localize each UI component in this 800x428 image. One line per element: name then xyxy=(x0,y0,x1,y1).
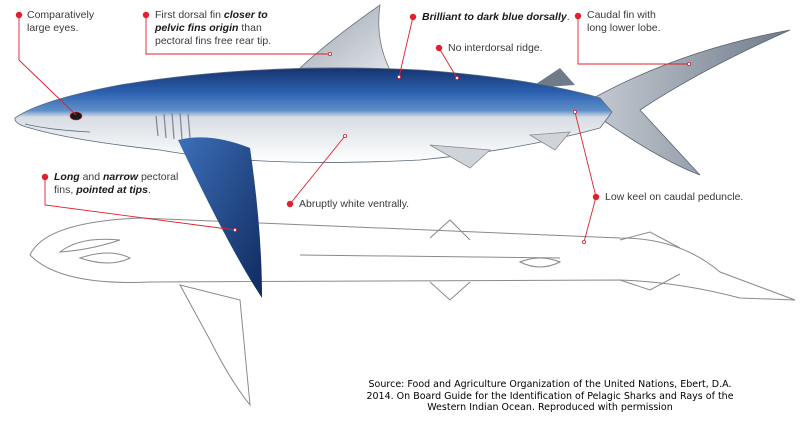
label-interdorsal-ridge: No interdorsal ridge. xyxy=(448,42,543,54)
label-eyes: Comparatively large eyes. xyxy=(27,9,95,34)
target-points xyxy=(232,52,692,244)
label-ventral: Abruptly white ventrally. xyxy=(299,198,410,210)
leader-keel xyxy=(574,111,597,198)
leader-keel-2 xyxy=(583,196,597,243)
label-pectoral-fins: Long and narrow pectoral fins, pointed a… xyxy=(54,171,179,196)
leader-caudal xyxy=(577,16,689,65)
marker-dots xyxy=(15,11,600,208)
leader-lines xyxy=(18,15,689,243)
label-keel: Low keel on caudal peduncle. xyxy=(605,191,744,203)
leader-color xyxy=(398,16,414,78)
eye xyxy=(69,111,83,121)
shark-body xyxy=(14,4,791,298)
leader-ventral xyxy=(289,135,346,205)
leader-pectoral xyxy=(44,177,236,231)
ventral-view-outline xyxy=(29,217,796,407)
source-citation: Source: Food and Agriculture Organizatio… xyxy=(366,379,734,413)
label-dorsal-color: Brilliant to dark blue dorsally. xyxy=(422,11,570,23)
leader-ridge xyxy=(438,47,458,79)
label-caudal-fin: Caudal fin with long lower lobe. xyxy=(587,9,661,34)
leader-dorsal xyxy=(145,15,330,55)
leader-eyes xyxy=(18,15,77,116)
label-dorsal-fin: First dorsal fin closer to pelvic fins o… xyxy=(155,9,272,47)
